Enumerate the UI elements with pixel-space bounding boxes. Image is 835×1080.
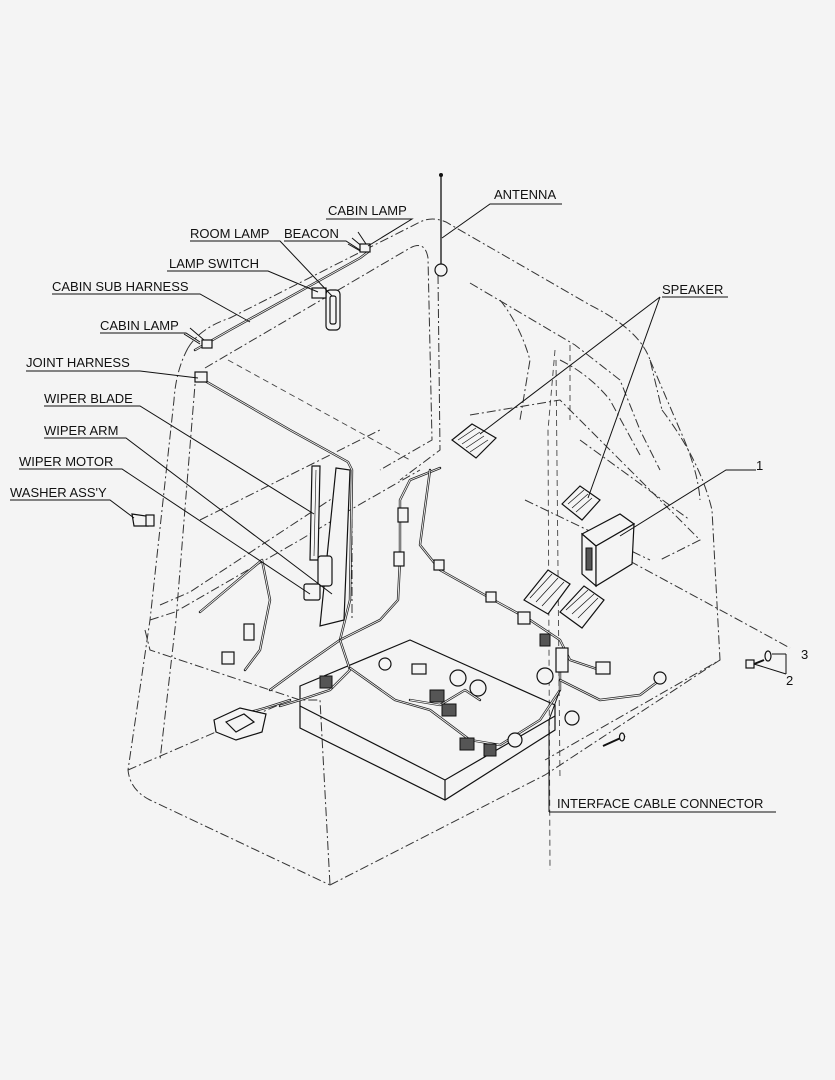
label-joint-harness: JOINT HARNESS bbox=[26, 355, 130, 370]
label-beacon: BEACON bbox=[284, 226, 339, 241]
leader-lines bbox=[10, 203, 787, 813]
wiper-arm-part bbox=[319, 467, 351, 627]
speaker-upper bbox=[451, 423, 497, 459]
harness-wires bbox=[193, 250, 662, 747]
interface-bolt-part bbox=[602, 732, 626, 747]
joint-harness-connector bbox=[194, 371, 208, 383]
labels: ANTENNA CABIN LAMP ROOM LAMP BEACON LAMP… bbox=[10, 187, 808, 811]
lamp-switch-part bbox=[311, 287, 327, 299]
callout-1: 1 bbox=[756, 458, 763, 473]
controller-unit-part bbox=[580, 513, 636, 588]
callout-3: 3 bbox=[801, 647, 808, 662]
label-washer-assy: WASHER ASS'Y bbox=[10, 485, 107, 500]
harness-connectors bbox=[221, 507, 667, 757]
cabin-outline bbox=[127, 218, 791, 886]
beacon-part bbox=[347, 231, 371, 253]
seat-base-box bbox=[299, 639, 556, 801]
washer-assy-part bbox=[131, 513, 155, 527]
label-cabin-lamp-top: CABIN LAMP bbox=[328, 203, 407, 218]
label-antenna: ANTENNA bbox=[494, 187, 556, 202]
callout-2: 2 bbox=[786, 673, 793, 688]
work-lamp-part bbox=[213, 707, 267, 741]
antenna-part bbox=[434, 173, 448, 277]
label-interface-cable-connector: INTERFACE CABLE CONNECTOR bbox=[557, 796, 763, 811]
wiper-motor-part bbox=[303, 555, 333, 601]
room-lamp-part bbox=[325, 289, 341, 331]
cabin-lamp-left-part bbox=[183, 327, 213, 349]
label-room-lamp: ROOM LAMP bbox=[190, 226, 269, 241]
label-cabin-sub-harness: CABIN SUB HARNESS bbox=[52, 279, 189, 294]
label-wiper-arm: WIPER ARM bbox=[44, 423, 118, 438]
washer-item-3 bbox=[764, 650, 772, 662]
label-wiper-motor: WIPER MOTOR bbox=[19, 454, 113, 469]
label-lamp-switch: LAMP SWITCH bbox=[169, 256, 259, 271]
label-wiper-blade: WIPER BLADE bbox=[44, 391, 133, 406]
label-cabin-lamp-left: CABIN LAMP bbox=[100, 318, 179, 333]
label-speaker: SPEAKER bbox=[662, 282, 723, 297]
fuse-box-part bbox=[523, 569, 605, 629]
speaker-lower bbox=[561, 485, 601, 521]
